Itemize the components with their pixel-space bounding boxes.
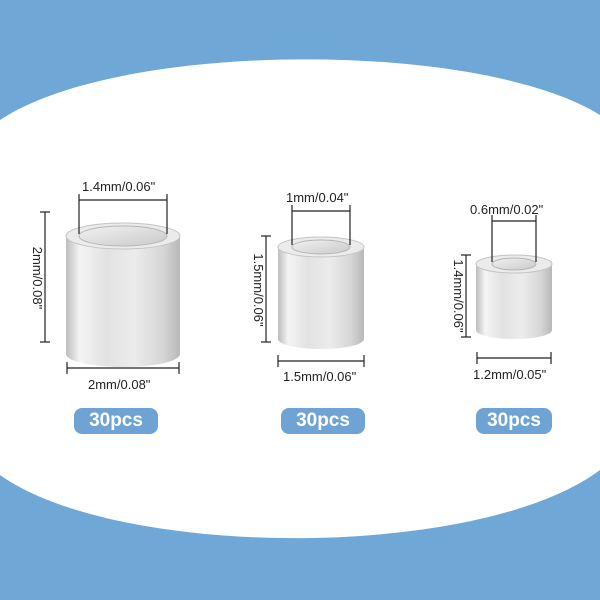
inner-diameter-label-1: 1.4mm/0.06" xyxy=(82,179,156,194)
small-tube xyxy=(475,254,553,339)
quantity-badge-1: 30pcs xyxy=(74,408,158,434)
quantity-badge-2: 30pcs xyxy=(281,408,365,434)
large-tube xyxy=(65,222,181,367)
quantity-badge-3: 30pcs xyxy=(476,408,552,434)
outer-diameter-label-1: 2mm/0.08" xyxy=(88,377,151,392)
outer-diameter-label-2: 1.5mm/0.06" xyxy=(283,369,357,384)
length-label-2: 1.5mm/0.06" xyxy=(251,253,266,327)
outer-diameter-label-3: 1.2mm/0.05" xyxy=(473,367,547,382)
dimension-lines xyxy=(40,194,552,374)
length-label-3: 1.4mm/0.06" xyxy=(451,259,466,333)
medium-tube xyxy=(277,236,365,349)
inner-diameter-label-3: 0.6mm/0.02" xyxy=(470,202,544,217)
inner-diameter-label-2: 1mm/0.04" xyxy=(286,190,349,205)
length-label-1: 2mm/0.08" xyxy=(30,246,45,310)
